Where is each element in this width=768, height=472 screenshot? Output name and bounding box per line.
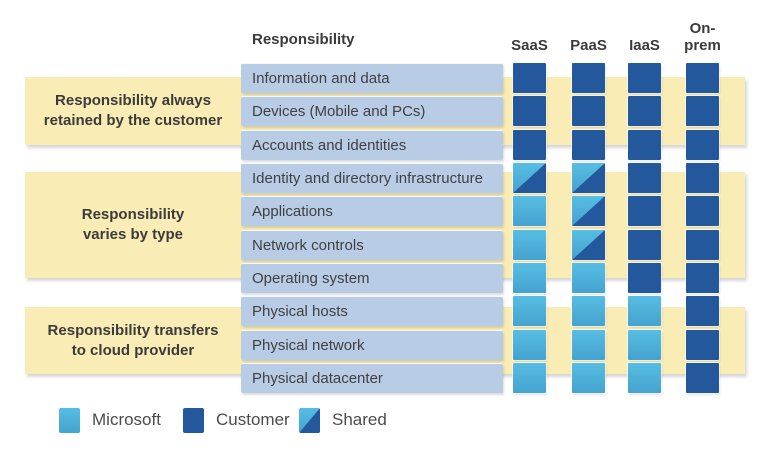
row-label: Network controls bbox=[241, 230, 503, 260]
matrix-cell bbox=[513, 330, 546, 360]
row-label: Identity and directory infrastructure bbox=[241, 163, 503, 193]
matrix-cell bbox=[686, 230, 719, 260]
matrix-cell bbox=[628, 230, 661, 260]
column-header-iaas: IaaS bbox=[629, 37, 660, 54]
matrix-cell bbox=[686, 363, 719, 393]
matrix-cell bbox=[628, 163, 661, 193]
matrix-cell bbox=[628, 63, 661, 93]
microsoft-swatch-icon bbox=[59, 408, 80, 433]
matrix-cell bbox=[686, 296, 719, 326]
legend-label: Shared bbox=[332, 410, 387, 429]
matrix-cell bbox=[628, 130, 661, 160]
responsibility-column-header: Responsibility bbox=[252, 31, 355, 48]
matrix-cell bbox=[628, 363, 661, 393]
matrix-cell bbox=[572, 363, 605, 393]
legend-label: Customer bbox=[216, 410, 290, 429]
matrix-cell bbox=[686, 263, 719, 293]
row-label: Operating system bbox=[241, 263, 503, 293]
matrix-cell bbox=[572, 63, 605, 93]
row-label: Applications bbox=[241, 196, 503, 226]
matrix-cell bbox=[686, 63, 719, 93]
group-label: Responsibility varies by type bbox=[81, 206, 185, 243]
matrix-cell bbox=[628, 96, 661, 126]
matrix-cell bbox=[686, 130, 719, 160]
matrix-cell bbox=[572, 330, 605, 360]
matrix-cell bbox=[572, 296, 605, 326]
matrix-cell bbox=[572, 263, 605, 293]
matrix-cell bbox=[513, 296, 546, 326]
matrix-cell bbox=[572, 130, 605, 160]
column-header-onprem: On- prem bbox=[684, 20, 721, 54]
matrix-cell bbox=[572, 230, 605, 260]
row-label: Physical hosts bbox=[241, 296, 503, 326]
shared-swatch-icon bbox=[299, 408, 320, 433]
matrix-cell bbox=[686, 196, 719, 226]
matrix-cell bbox=[513, 130, 546, 160]
matrix-cell bbox=[686, 163, 719, 193]
row-label: Information and data bbox=[241, 63, 503, 93]
column-header-saas: SaaS bbox=[511, 37, 548, 54]
legend-label: Microsoft bbox=[92, 410, 161, 429]
matrix-cell bbox=[513, 230, 546, 260]
matrix-cell bbox=[686, 96, 719, 126]
column-header-paas: PaaS bbox=[570, 37, 607, 54]
matrix-cell bbox=[628, 196, 661, 226]
matrix-cell bbox=[513, 163, 546, 193]
group-label: Responsibility transfers to cloud provid… bbox=[47, 321, 219, 359]
matrix-cell bbox=[628, 296, 661, 326]
matrix-cell bbox=[686, 330, 719, 360]
row-label: Physical datacenter bbox=[241, 363, 503, 393]
matrix-cell bbox=[513, 363, 546, 393]
matrix-cell bbox=[513, 63, 546, 93]
row-label: Physical network bbox=[241, 330, 503, 360]
matrix-cell bbox=[513, 196, 546, 226]
row-label: Accounts and identities bbox=[241, 130, 503, 160]
matrix-cell bbox=[572, 96, 605, 126]
matrix-cell bbox=[572, 196, 605, 226]
customer-swatch-icon bbox=[183, 408, 204, 433]
matrix-cell bbox=[513, 96, 546, 126]
matrix-cell bbox=[513, 263, 546, 293]
group-label: Responsibility always retained by the cu… bbox=[43, 92, 223, 129]
matrix-cell bbox=[628, 330, 661, 360]
matrix-cell bbox=[628, 263, 661, 293]
row-label: Devices (Mobile and PCs) bbox=[241, 96, 503, 126]
matrix-cell bbox=[572, 163, 605, 193]
